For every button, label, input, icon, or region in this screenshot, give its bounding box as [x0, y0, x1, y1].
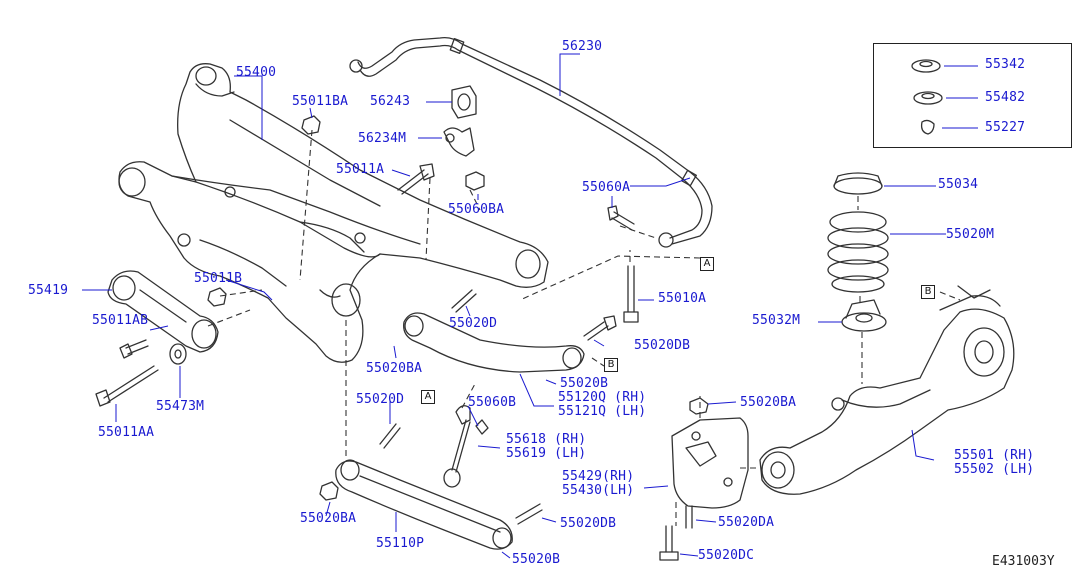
part-label: 55011B: [194, 271, 243, 286]
coil-spring-drawing: [827, 211, 889, 293]
nut-55060BA-drawing: [465, 171, 485, 191]
part-label: 55020DA: [718, 515, 775, 530]
part-label: 55060A: [582, 180, 631, 195]
part-label: 56243: [370, 94, 411, 109]
part-label: 55482: [985, 90, 1026, 105]
subframe-drawing: [118, 63, 549, 363]
part-label: 55618 (RH): [506, 432, 587, 447]
part-label: 55020DB: [634, 338, 691, 353]
bolt-55020DB-lower-drawing: [515, 503, 543, 525]
ref-marker-b: B: [921, 285, 935, 299]
part-label: 55020DC: [698, 548, 755, 563]
ref-marker-b: B: [604, 358, 618, 372]
bolt-55020D-lower-drawing: [379, 423, 401, 449]
bolt-55010A-drawing: [623, 265, 639, 323]
part-label: 55430(LH): [562, 483, 635, 498]
part-label: 55010A: [658, 291, 707, 306]
part-label: 55011AB: [92, 313, 149, 328]
lateral-link-55419-drawing: [107, 270, 219, 353]
bolt-55020D-drawing: [451, 289, 477, 313]
part-label: 56230: [562, 39, 603, 54]
part-label: 55473M: [156, 399, 205, 414]
part-label: 55020D: [356, 392, 405, 407]
ref-marker-a: A: [700, 257, 714, 271]
inset-parts-drawing: [911, 59, 943, 135]
part-label: 55020B: [512, 552, 561, 567]
clamp-56234M-drawing: [443, 127, 475, 157]
nut-55011BA-drawing: [301, 115, 321, 135]
bolt-55011AA-drawing: [95, 365, 159, 407]
nut-55020BA-lower-drawing: [319, 481, 339, 501]
part-label: 55400: [236, 65, 277, 80]
part-label: 55020BA: [366, 361, 423, 376]
part-label: 55034: [938, 177, 979, 192]
bolt-55011A-drawing: [397, 163, 435, 195]
nut-55020BA-right-drawing: [689, 397, 709, 415]
toe-link-drawing: [443, 405, 489, 488]
part-label: 55501 (RH): [954, 448, 1035, 463]
part-label: 55502 (LH): [954, 462, 1035, 477]
part-label: 55020B: [560, 376, 609, 391]
ref-marker-a: A: [421, 390, 435, 404]
part-label: 55020D: [449, 316, 498, 331]
part-label: 56234M: [358, 131, 407, 146]
part-label: 55121Q (LH): [558, 404, 647, 419]
bolt-55060A-drawing: [607, 205, 635, 231]
part-label: 55120Q (RH): [558, 390, 647, 405]
part-label: 55060B: [468, 395, 517, 410]
part-label: 55060BA: [448, 202, 505, 217]
part-label: 55020DB: [560, 516, 617, 531]
part-label: 55110P: [376, 536, 425, 551]
part-label: 55032M: [752, 313, 801, 328]
lower-arm-drawing: [335, 459, 513, 550]
stabilizer-bar-drawing: [349, 36, 713, 248]
part-label: 55011BA: [292, 94, 349, 109]
nut-55011B-drawing: [207, 287, 227, 307]
bolt-55011AB-drawing: [119, 339, 149, 359]
bolt-55020DC-drawing: [659, 525, 679, 561]
part-label: 55429(RH): [562, 469, 635, 484]
bolt-55020DA-drawing: [685, 505, 693, 529]
bushing-56243-drawing: [451, 85, 477, 119]
washer-55473M-drawing: [169, 343, 187, 365]
part-label: 55419: [28, 283, 69, 298]
part-label: 55342: [985, 57, 1026, 72]
spring-seat-55034-drawing: [833, 172, 883, 195]
part-label: 55227: [985, 120, 1026, 135]
part-label: 55011AA: [98, 425, 155, 440]
spring-seat-55032M-drawing: [841, 299, 887, 332]
trailing-arm-drawing: [759, 285, 1015, 495]
part-label: 55619 (LH): [506, 446, 587, 461]
upper-link-drawing: [403, 312, 585, 373]
bolt-55020DB-drawing: [583, 315, 617, 341]
part-label: 55020BA: [740, 395, 797, 410]
inset-box: [873, 43, 1072, 148]
diagram-code: E431003Y: [992, 554, 1055, 569]
part-label: 55020M: [946, 227, 995, 242]
knuckle-bracket-drawing: [671, 417, 749, 509]
part-label: 55011A: [336, 162, 385, 177]
part-label: 55020BA: [300, 511, 357, 526]
